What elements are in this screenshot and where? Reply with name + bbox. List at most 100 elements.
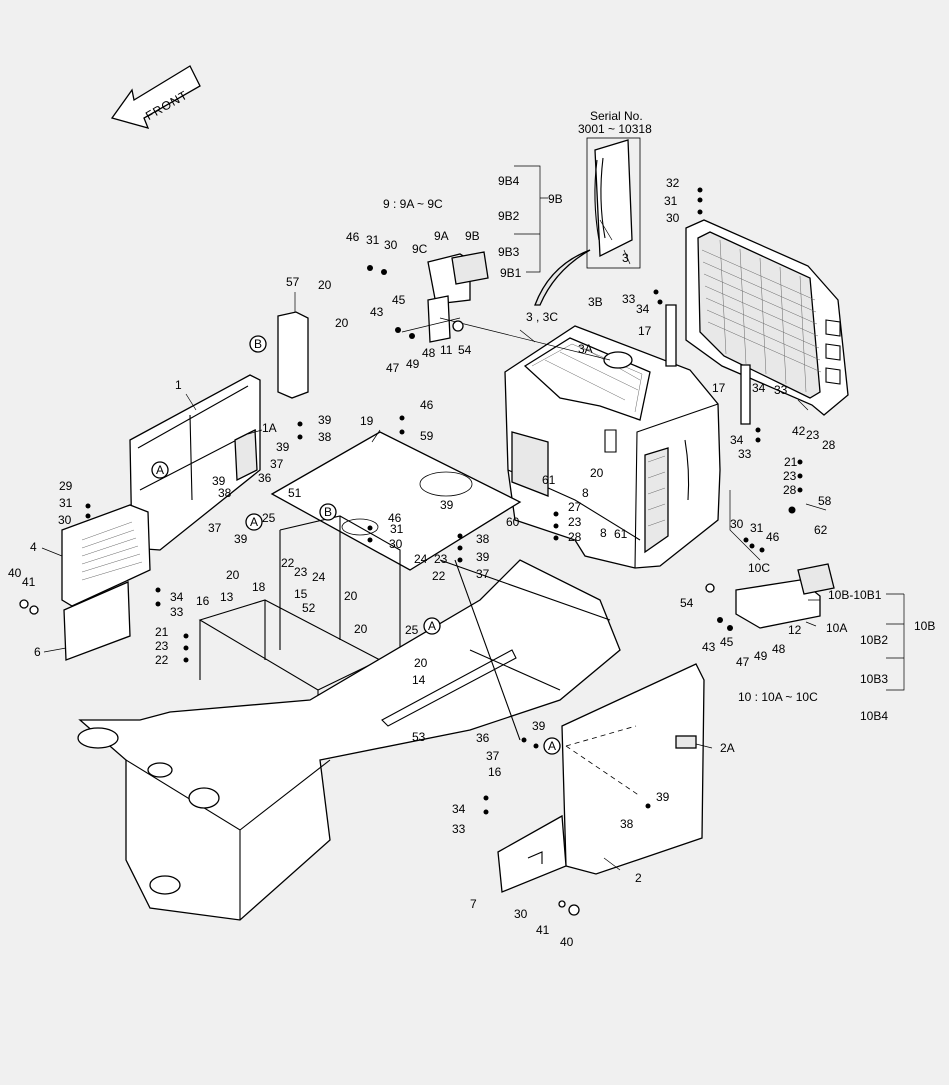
part-label: 23: [568, 515, 582, 529]
part-label: 47: [386, 361, 400, 375]
part-label: 20: [344, 589, 358, 603]
part-label: 39: [318, 413, 332, 427]
part-label: 25: [262, 511, 276, 525]
part-label: 57: [286, 275, 300, 289]
part-label: 23: [294, 565, 308, 579]
part-label: 10A: [826, 621, 847, 635]
part-label: 10B-10B1: [828, 588, 882, 602]
access-plate: [497, 814, 567, 893]
part-label: 52: [302, 601, 316, 615]
serial-title: Serial No.: [590, 109, 643, 123]
lamp-assembly-9: [427, 251, 489, 343]
part-label: 9B4: [498, 174, 520, 188]
part-label: 41: [536, 923, 550, 937]
part-label: 9B1: [500, 266, 522, 280]
part-label: 18: [252, 580, 266, 594]
part-label: 49: [754, 649, 768, 663]
part-label: 7: [470, 897, 477, 911]
part-label: 11: [440, 343, 453, 357]
part-label: 27: [568, 500, 582, 514]
part-label: 20: [226, 568, 240, 582]
part-label: 8: [600, 526, 607, 540]
part-label: 39: [656, 790, 670, 804]
part-label: 31: [390, 522, 404, 536]
part-label: 17: [638, 324, 652, 338]
part-label: 40: [560, 935, 574, 949]
part-label: 36: [258, 471, 272, 485]
part-label: 28: [568, 530, 582, 544]
part-label: 43: [370, 305, 384, 319]
part-label: 31: [750, 521, 764, 535]
part-label: 31: [59, 496, 73, 510]
part-label: 3A: [578, 342, 593, 356]
part-label: 39: [476, 550, 490, 564]
part-label: 2: [635, 871, 642, 885]
part-label: 24: [414, 552, 428, 566]
part-label: 10B2: [860, 633, 888, 647]
part-label: 21: [155, 625, 169, 639]
fasteners: [19, 187, 803, 916]
part-label: 60: [506, 515, 520, 529]
part-label: 61: [614, 527, 628, 541]
part-label: 23: [155, 639, 169, 653]
part-label: 28: [783, 483, 797, 497]
part-label: 58: [818, 494, 832, 508]
part-label: 59: [420, 429, 434, 443]
callout-a-3: [423, 617, 441, 635]
part-label: 37: [486, 749, 500, 763]
part-label: 19: [360, 414, 374, 428]
side-door: [561, 663, 705, 875]
part-label: 8: [582, 486, 589, 500]
part-label: 30: [58, 513, 72, 527]
part-label: 37: [270, 457, 284, 471]
svg-text:A: A: [548, 739, 556, 753]
part-label: 13: [220, 590, 234, 604]
callout-a-2: [245, 513, 263, 531]
part-label: 34: [730, 433, 744, 447]
part-label: 22: [155, 653, 169, 667]
part-label: 38: [476, 532, 490, 546]
part-label: 45: [720, 635, 734, 649]
box-57: [277, 311, 309, 399]
svg-text:A: A: [156, 463, 164, 477]
part-label: 45: [392, 293, 406, 307]
part-label: 43: [702, 640, 716, 654]
part-label: 39: [276, 440, 290, 454]
part-label: 15: [294, 587, 308, 601]
part-label: 39: [532, 719, 546, 733]
part-label: 22: [281, 556, 295, 570]
part-label: 1A: [262, 421, 277, 435]
callout-a-1: [151, 461, 169, 479]
part-label: 25: [405, 623, 419, 637]
part-label: 37: [208, 521, 222, 535]
part-label: 20: [335, 316, 349, 330]
serial-box: Serial No. 3001 ~ 10318: [534, 109, 652, 306]
part-label: 10B3: [860, 672, 888, 686]
part-label: 9B: [465, 229, 480, 243]
part-label: 54: [458, 343, 472, 357]
part-label: 22: [432, 569, 446, 583]
part-label: 39: [212, 474, 226, 488]
part-label: 20: [318, 278, 332, 292]
part-label: 3: [622, 251, 629, 265]
callout-b-1: [249, 335, 267, 353]
part-label: 48: [422, 346, 436, 360]
part-label: 9C: [412, 242, 428, 256]
part-label: 34: [752, 381, 766, 395]
part-label: 9A: [434, 229, 449, 243]
part-label: 46: [766, 530, 780, 544]
part-label: 30: [384, 238, 398, 252]
part-label: 38: [620, 817, 634, 831]
part-label: 39: [234, 532, 248, 546]
part-label: 48: [772, 642, 786, 656]
part-label: 4: [30, 540, 37, 554]
part-label: 30: [730, 517, 744, 531]
part-label: 53: [412, 730, 426, 744]
callout-b-2: [319, 503, 337, 521]
part-label: 1: [175, 378, 182, 392]
part-label: 33: [774, 383, 788, 397]
rods: [381, 559, 521, 741]
serial-range: 3001 ~ 10318: [578, 122, 652, 136]
part-label: 10B4: [860, 709, 888, 723]
